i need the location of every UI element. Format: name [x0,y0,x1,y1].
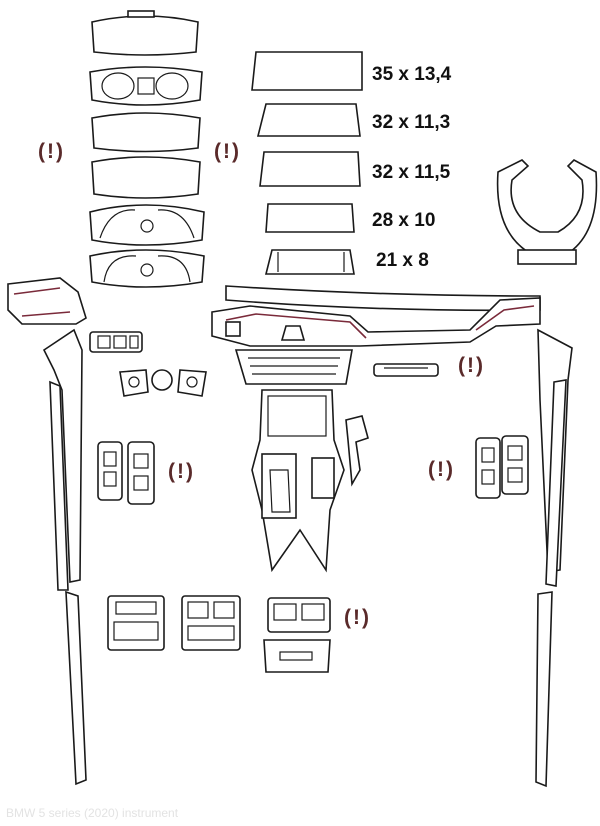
screen-protector-2 [256,103,361,137]
center-air-vent-panel [234,349,353,385]
cluster-cover-6 [89,249,205,288]
warning-mark-climate-strip: (!) [458,354,485,377]
steering-button-left [119,369,149,397]
left-rear-door-strip [65,590,87,786]
cluster-cover-2 [89,66,203,106]
cluster-cover-4 [91,156,201,199]
cluster-cover-1 [91,10,199,56]
rear-vent-panel-3 [263,597,331,673]
cluster-cover-3 [91,112,201,153]
watermark-caption: BMW 5 series (2020) instrument [6,806,179,820]
warning-mark-rear-vents: (!) [344,606,371,629]
steering-wheel-trim [496,159,598,265]
screen-protector-4 [265,203,355,233]
right-rear-door-strip [535,591,553,788]
left-door-handle-trim [7,277,87,325]
screen-protector-1 [251,51,363,91]
gear-selector-trim [345,415,369,487]
climate-control-strip [373,363,439,377]
left-window-switches [97,441,155,505]
light-switch-panel [89,331,143,353]
dimension-label-2: 32 x 11,3 [372,112,451,133]
rear-vent-panel-1 [107,595,165,651]
center-console [251,389,345,573]
steering-button-center [151,369,173,391]
dashboard-trim-strip [211,285,541,347]
dimension-label-5: 21 x 8 [376,250,429,271]
warning-mark-clusters-left: (!) [38,140,65,163]
cluster-cover-5 [89,204,205,246]
dimension-label-1: 35 x 13,4 [372,64,452,85]
screen-protector-3 [259,151,361,187]
screen-protector-5 [264,249,355,275]
warning-mark-left-switches: (!) [168,460,195,483]
rear-vent-panel-2 [181,595,241,651]
steering-button-right [177,369,207,397]
dimension-label-4: 28 x 10 [372,210,436,231]
right-front-door-strip [537,328,573,587]
warning-mark-clusters-right: (!) [214,140,241,163]
right-window-switches [475,435,529,499]
warning-mark-right-switches: (!) [428,458,455,481]
left-front-door-strip [42,328,83,591]
dimension-label-3: 32 x 11,5 [372,162,451,183]
